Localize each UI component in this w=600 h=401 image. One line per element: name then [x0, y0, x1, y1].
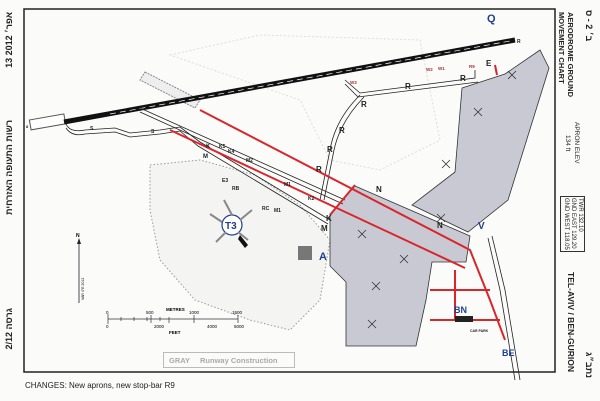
legend-value: Runway Construction [199, 355, 278, 365]
label-k4: K4 [228, 149, 235, 155]
label-n: N [437, 221, 443, 230]
construction-area [168, 34, 441, 171]
feet-tick: 4000 [207, 324, 218, 329]
taxiways [65, 70, 521, 381]
page-number: ב׳ 2 - ס [584, 10, 594, 42]
feet-tick: 0 [106, 324, 109, 329]
label-e: E [486, 59, 492, 68]
apron-stand-markers [357, 70, 517, 329]
label-m: M [203, 154, 208, 160]
label-q: Q [487, 13, 496, 25]
magnetic-variation: VAR 4°E 2012 [81, 278, 85, 300]
stop-bar-r9 [494, 64, 498, 76]
label-v: V [478, 221, 485, 232]
label-k: K [326, 214, 332, 223]
car-park-building [455, 316, 473, 322]
central-apron [329, 185, 471, 347]
feet-label: FEET [169, 330, 181, 335]
issuing-authority: רשות התעופה האזרחית [4, 120, 14, 215]
label-r-end: R [517, 39, 521, 45]
runway-centerline [109, 40, 511, 115]
label-k5: K5 [219, 144, 226, 150]
changes-note: CHANGES: New aprons, new stop-bar R9 [25, 381, 175, 390]
label-s: S [90, 126, 94, 132]
metres-tick: 0 [106, 310, 109, 315]
label-r: R [327, 145, 333, 154]
chart-version: גרסה 2/12 [4, 308, 14, 350]
chart-frame [23, 8, 556, 373]
apron-elev-value: 134 ft [564, 134, 571, 151]
label-m2: M2 [246, 158, 253, 164]
terminal-piers [209, 199, 253, 243]
label-t3: T3 [225, 221, 237, 232]
metres-label: METRES [166, 307, 185, 312]
north-arrow: N VAR 4°E 2012 [76, 233, 85, 303]
effective-date: 13 אפר׳ 2012 [4, 12, 14, 68]
scale-bar: METRES 0 500 1000 1500 0 2000 4000 5000 … [106, 307, 245, 335]
runway-designator: 8 [26, 124, 29, 129]
label-w3: W3 [350, 80, 357, 85]
label-r9: R9 [469, 64, 475, 69]
legend-box: GRAY Runway Construction [163, 352, 295, 368]
label-bn: BN [454, 305, 467, 315]
frequency-gnd-east: GND EAST 129.20 [570, 198, 576, 249]
terminal-area [149, 159, 331, 331]
label-be: BE [502, 348, 515, 358]
apron-elevation: APRON ELEV 134 ft [563, 122, 581, 164]
frequency-twr: TWR 132.10 [577, 198, 583, 232]
chart-title: AERODROME GROUND MOVEMENT CHART [557, 12, 575, 97]
aircraft-icon [238, 235, 248, 248]
label-m: M [321, 224, 328, 233]
label-n: N [376, 185, 382, 194]
label-w1: W1 [438, 66, 445, 71]
label-e3: E3 [222, 178, 228, 184]
metres-tick: 1000 [189, 310, 200, 315]
label-k2: K2 [308, 196, 315, 202]
label-w2: W2 [426, 67, 433, 72]
label-rb: RB [232, 186, 240, 192]
building [298, 246, 312, 260]
label-k: K [206, 144, 211, 150]
airport-name: TEL-AVIV / BEN-GURION [566, 272, 576, 372]
label-a: A [319, 251, 327, 263]
feet-tick: 5000 [234, 324, 245, 329]
red-taxiway-routes [169, 109, 506, 341]
label-m1: M1 [274, 208, 281, 214]
chart-title-line2: MOVEMENT CHART [557, 12, 566, 84]
label-r: R [339, 126, 345, 135]
taxiway-labels: Q R W1 W2 W3 R9 E R R R R R R N N K M K5… [26, 13, 521, 358]
east-apron [411, 49, 550, 233]
label-rc: RC [262, 206, 270, 212]
label-m1: M1 [284, 182, 291, 188]
north-arrow-icon [77, 238, 81, 244]
apron-elev-label: APRON ELEV [573, 122, 580, 164]
legend-key: GRAY [169, 355, 190, 365]
feet-tick: 2000 [154, 324, 165, 329]
frequency-gnd-west: GND WEST 118.05 [563, 198, 569, 250]
metres-tick: 1500 [232, 310, 243, 315]
label-car-park: CAR PARK [470, 329, 489, 333]
runway-threshold-pad [28, 113, 67, 131]
label-r: R [316, 165, 322, 174]
metres-tick: 500 [146, 310, 154, 315]
label-r: R [460, 74, 466, 83]
frequency-box: TWR 132.10 GND EAST 129.20 GND WEST 118.… [560, 196, 585, 252]
label-s: S [151, 129, 155, 135]
label-r: R [361, 100, 367, 109]
airport-name-hebrew: נתב״ג [584, 352, 594, 379]
chart-title-line1: AERODROME GROUND [566, 12, 575, 98]
north-label: N [76, 233, 80, 239]
label-r: R [405, 82, 411, 91]
